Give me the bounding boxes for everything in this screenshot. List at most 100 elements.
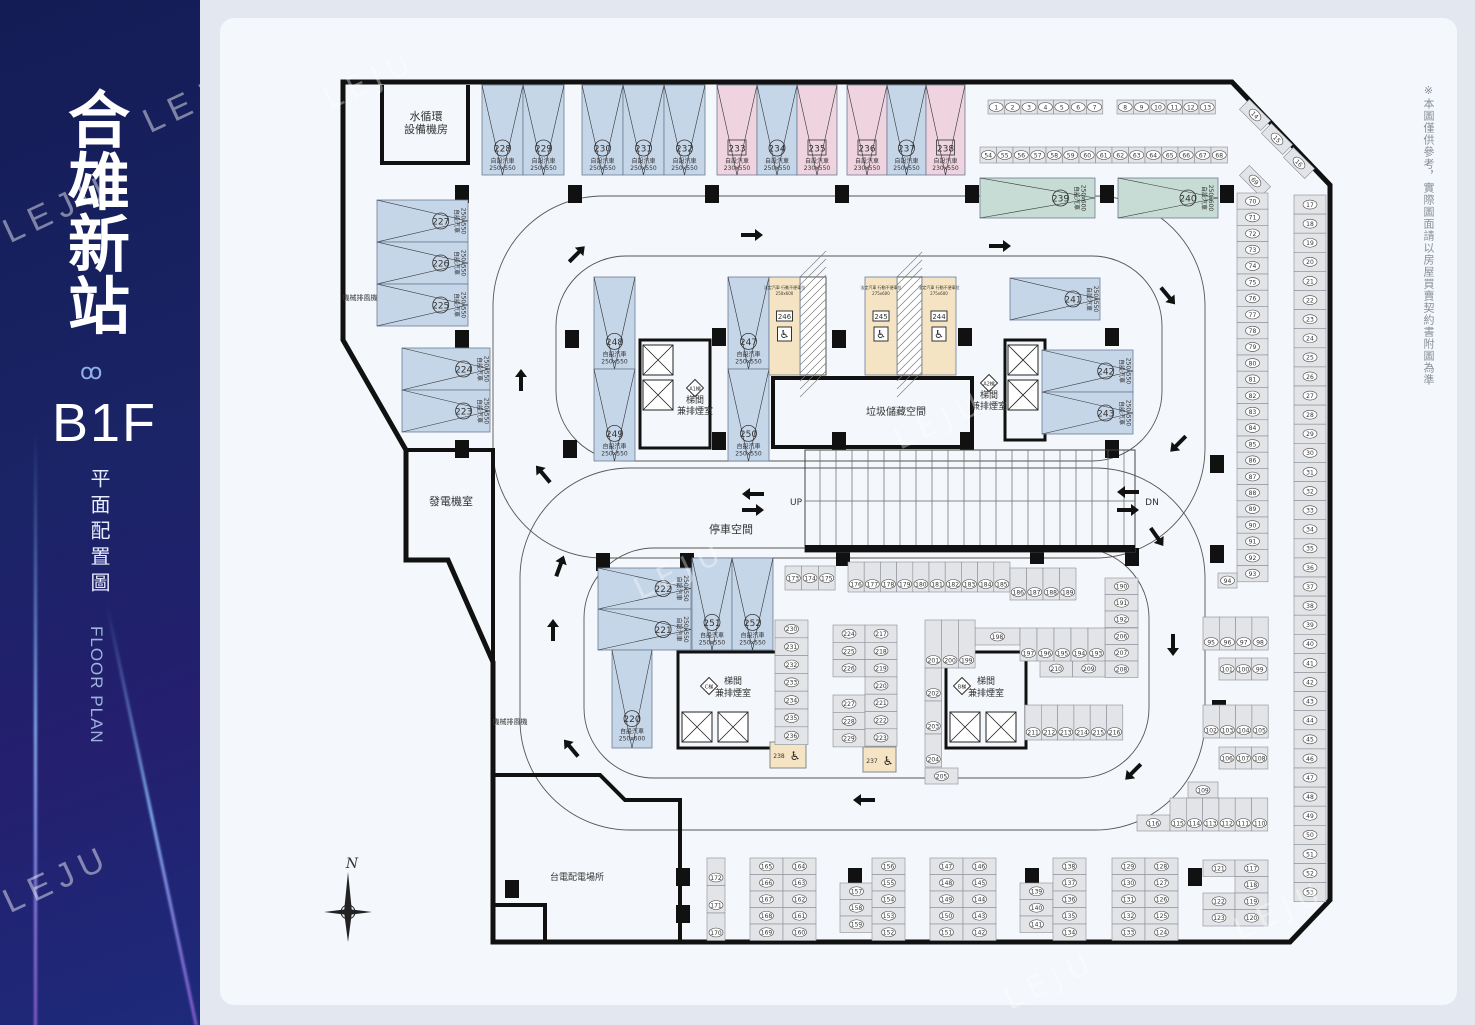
moto-spot: 217 [864,624,898,643]
moto-spot: 28 [1293,404,1327,425]
direction-arrow-icon [515,369,527,391]
moto-spot: 80 [1236,354,1269,372]
moto-spot: 175 [818,565,836,591]
moto-spot: 60 [1078,146,1096,164]
moto-spot-number: 87 [1249,474,1257,481]
car-spot-mark [691,557,733,651]
arrow-shape [1159,286,1176,305]
moto-number-oval [802,573,818,583]
moto-number-oval [1245,568,1260,579]
moto-spot-number: 56 [1017,152,1025,159]
moto-spot-number: 55 [1001,152,1009,159]
moto-spot: 85 [1236,435,1269,453]
hatch-line [896,299,923,326]
moto-spot-number: 38 [1306,603,1314,610]
core-wall [638,338,712,450]
moto-spot-number: 182 [948,581,960,588]
moto-spot-number: 88 [1249,490,1257,497]
moto-number-oval [1114,581,1129,592]
spot-size: 250x550 [601,450,628,457]
moto-spot-number: 95 [1207,639,1215,646]
moto-group-col17: 1718192021222324252627282930313233343536… [1293,194,1327,902]
moto-number-oval [1220,575,1235,586]
spot-size: 250x550 [671,165,698,172]
hatch-line [799,362,827,390]
hatch-line [896,267,923,294]
moto-spot: 65 [1161,146,1179,164]
moto-spot: 105 [1251,704,1269,739]
moto-number-oval [1245,196,1260,206]
sidebar: LEJU LEJU LEJU 合 雄 新 站 ꝏ B1F 平面配置圖 FLOOR… [0,0,200,1025]
moto-spot-number: 114 [1189,820,1201,827]
moto-number-oval [1112,150,1128,160]
moto-spot-number: 138 [1064,864,1076,871]
moto-number-oval [784,713,799,723]
hatch-line [896,355,923,382]
moto-number-oval [897,579,913,589]
car-spot-mark [979,177,1096,219]
moto-spot-number: 12 [1187,104,1195,111]
moto-spot-number: 122 [1213,899,1225,906]
pillar [676,868,690,886]
spot-number-circle [432,296,450,314]
moto-spot-number: 59 [1067,152,1075,159]
car-spot-mark [401,389,491,433]
moto-spot-number: 35 [1306,546,1314,553]
spot-number: 220 [623,715,640,725]
hatch-line [799,298,827,326]
moto-spot: 165 [749,857,784,875]
moto-spot: 62 [1111,146,1129,164]
pillar [1210,455,1224,473]
moto-spot: 147 [929,857,964,875]
moto-spot-number: 197 [1023,650,1035,657]
moto-spot-number: 156 [883,864,895,871]
pillar [563,440,577,458]
moto-number-oval [1292,156,1306,170]
car-spot-mark [376,241,469,285]
moto-spot: 170 [706,912,726,941]
elevator-cross [949,711,981,743]
moto-spot-number: 211 [1027,729,1039,736]
moto-spot: 199 [958,619,976,669]
moto-number-oval [1302,486,1318,496]
moto-spot-number: 168 [761,913,773,920]
spot-number-circle [455,402,473,420]
moto-number-oval [1270,132,1284,146]
stair-tag-icon [979,373,999,393]
moto-number-oval [1245,374,1260,385]
car-spot-mark [481,84,524,176]
moto-spot-number: 39 [1306,622,1314,629]
moto-spot-number: 97 [1240,639,1248,646]
moto-spot: 214 [1073,704,1091,741]
moto-number-oval [1302,810,1318,821]
spot-number: 226 [432,260,449,270]
spot-size: 250x550 [489,165,516,172]
moto-spot: 74 [1236,257,1269,275]
moto-spot: 68 [1210,146,1228,164]
moto-spot: 162 [782,890,817,908]
moto-number-oval [1027,587,1043,597]
moto-number-oval [972,927,987,938]
moto-number-oval [1302,677,1318,687]
moto-spot-number: 141 [1031,922,1043,929]
car-spot-mark [731,557,774,651]
spot-number-circle [1097,404,1115,422]
moto-spot: 223 [864,728,898,747]
spot-size: 275x600 [872,291,890,296]
hatch-line [896,307,923,334]
moto-number-oval [1245,406,1260,417]
spot-size: 230x550 [932,165,959,172]
spot-type: 自設汽車 [1200,186,1208,210]
moto-spot: 13 [1198,99,1216,115]
moto-group-m205: 205 [924,767,959,785]
car-spot-box [716,84,758,176]
